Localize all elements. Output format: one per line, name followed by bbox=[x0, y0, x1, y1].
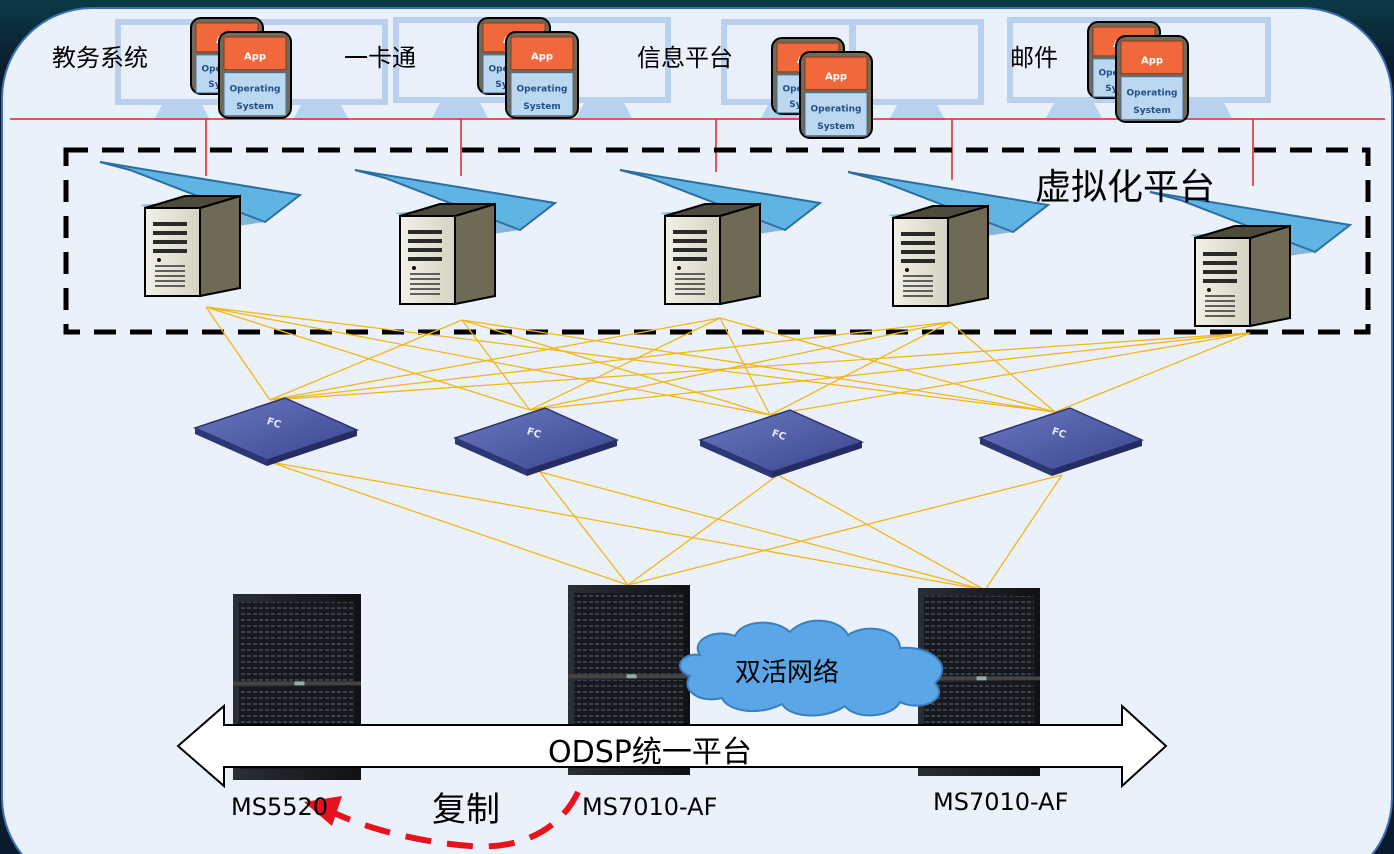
app-badge-text: App bbox=[531, 51, 553, 62]
fc-switch-icon: FC bbox=[697, 409, 865, 478]
virtualization-label: 虚拟化平台 bbox=[1035, 167, 1216, 208]
fc-link-line bbox=[539, 471, 986, 591]
fc-switch-icon: FC bbox=[192, 397, 360, 466]
fc-link-line bbox=[205, 306, 271, 401]
cloud-icon bbox=[679, 619, 943, 717]
fc-link-line bbox=[627, 474, 1063, 586]
replication-arrowhead bbox=[304, 796, 342, 826]
fc-switch-label: FC bbox=[525, 426, 542, 441]
app-label-mail: 邮件 bbox=[1010, 44, 1058, 72]
os-badge-text: System bbox=[817, 122, 855, 132]
double-arrow-icon bbox=[176, 703, 1168, 789]
fc-switch-label: FC bbox=[1050, 426, 1067, 441]
fc-link-line bbox=[269, 317, 721, 401]
active-active-network-label: 双活网络 bbox=[735, 658, 840, 688]
fc-link-line bbox=[269, 461, 986, 591]
fc-link-line bbox=[205, 306, 771, 416]
fc-link-line bbox=[769, 321, 951, 416]
fc-link-line bbox=[461, 319, 531, 411]
os-badge-text: Operating bbox=[517, 85, 568, 95]
fc-link-line bbox=[539, 471, 629, 586]
host-server-icon bbox=[354, 169, 558, 306]
fc-link-line bbox=[529, 321, 951, 411]
os-badge-text: Operating bbox=[811, 105, 862, 115]
os-badge-text: System bbox=[523, 102, 561, 112]
fc-link-line bbox=[461, 319, 771, 416]
fc-link-line bbox=[1054, 332, 1251, 413]
storage-label-ms7010-left: MS7010-AF bbox=[582, 793, 718, 821]
host-server-icon bbox=[99, 161, 303, 298]
fc-switch-label: FC bbox=[265, 416, 282, 431]
fc-link-line bbox=[984, 474, 1063, 591]
fc-link-line bbox=[269, 319, 463, 401]
curved-arrow-icon bbox=[330, 790, 581, 850]
host-server-icon bbox=[847, 171, 1051, 308]
replication-label: 复制 bbox=[432, 790, 500, 830]
app-label-campus-card: 一卡通 bbox=[344, 44, 416, 72]
fc-link-line bbox=[529, 317, 721, 411]
host-server-icon bbox=[619, 169, 823, 306]
virtualization-platform-box bbox=[63, 147, 1371, 335]
os-badge-text: System bbox=[1133, 106, 1171, 116]
monitor-icon bbox=[850, 19, 984, 120]
app-badge-text: App bbox=[1141, 55, 1163, 66]
fc-switch-label: FC bbox=[770, 428, 787, 443]
fc-link-line bbox=[777, 474, 986, 591]
fc-link-line bbox=[205, 306, 1056, 413]
fc-link-line bbox=[949, 321, 1056, 413]
fc-switch-icon: FC bbox=[452, 407, 620, 476]
unified-platform-label: ODSP统一平台 bbox=[548, 735, 752, 770]
storage-label-ms5520: MS5520 bbox=[231, 793, 329, 821]
os-badge-text: Operating bbox=[230, 85, 281, 95]
fc-link-line bbox=[719, 317, 1056, 413]
fc-link-line bbox=[269, 332, 1251, 401]
fc-link-line bbox=[269, 461, 629, 586]
host-server-icon bbox=[1149, 191, 1353, 328]
app-badge-text: App bbox=[825, 71, 847, 82]
app-label-academic: 教务系统 bbox=[52, 44, 148, 72]
fc-link-line bbox=[627, 474, 779, 586]
storage-label-ms7010-right: MS7010-AF bbox=[933, 788, 1069, 816]
fc-link-line bbox=[719, 317, 771, 416]
app-badge-text: App bbox=[244, 51, 266, 62]
os-badge-text: Operating bbox=[1127, 89, 1178, 99]
fc-link-line bbox=[269, 321, 951, 401]
fc-switch-icon: FC bbox=[977, 407, 1145, 476]
fc-link-line bbox=[529, 332, 1251, 411]
fc-link-line bbox=[769, 332, 1251, 416]
app-label-info-platform: 信息平台 bbox=[637, 44, 733, 72]
os-badge-text: System bbox=[236, 102, 274, 112]
